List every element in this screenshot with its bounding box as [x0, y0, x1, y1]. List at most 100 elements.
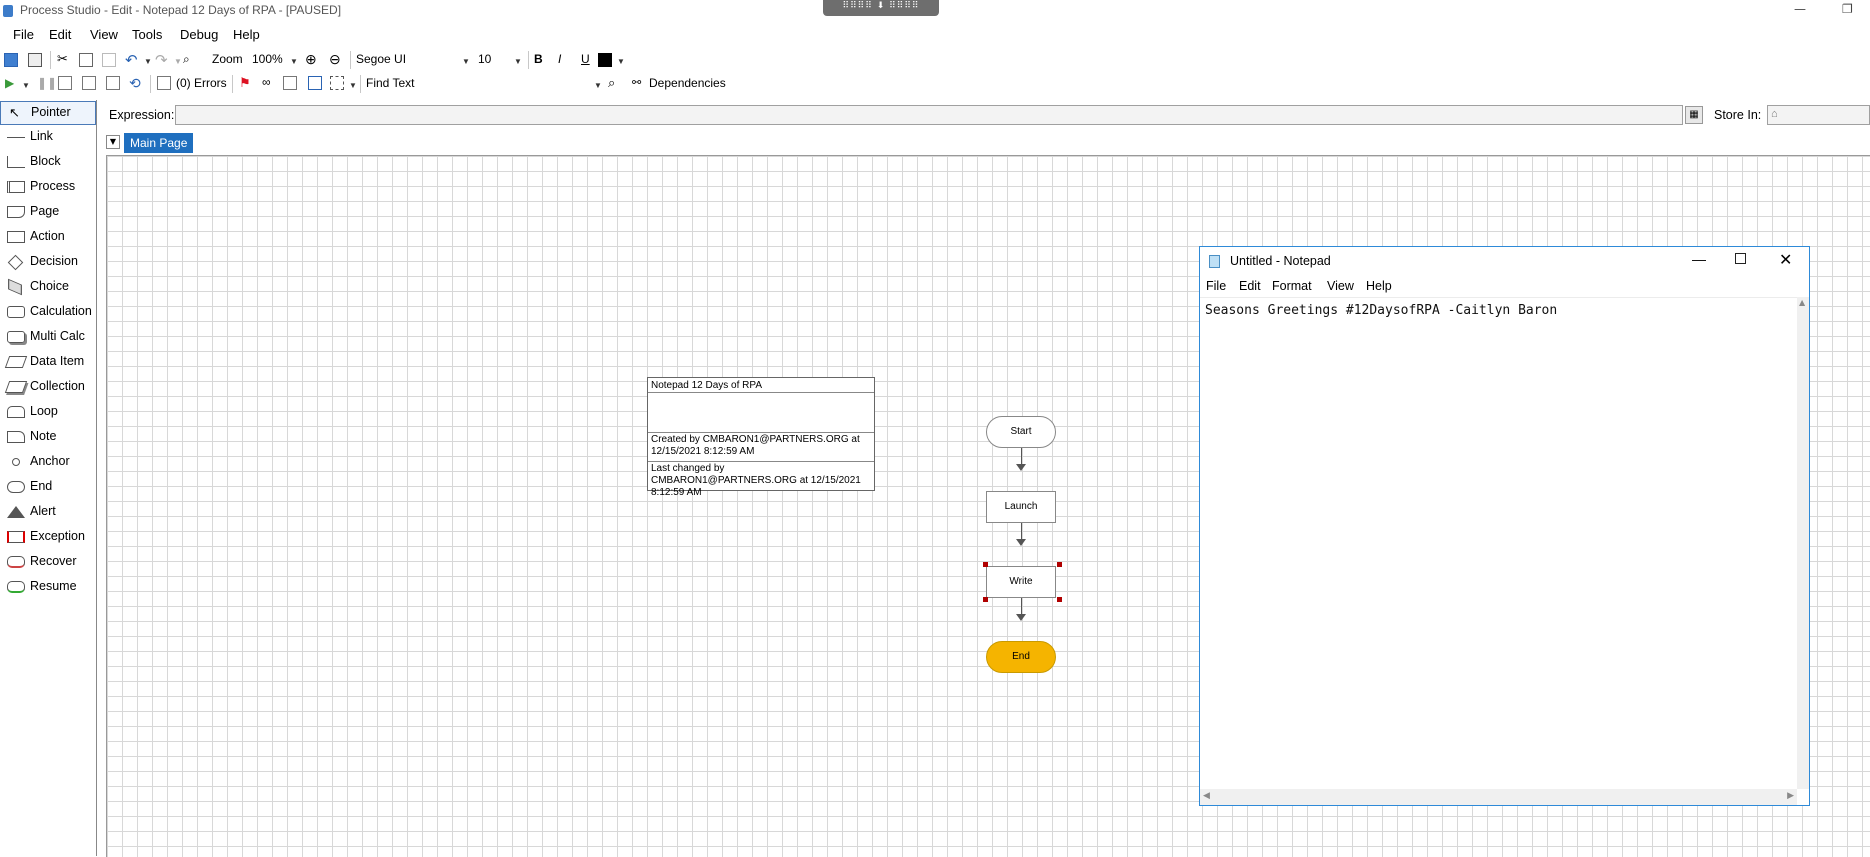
palette-multi-calc[interactable]: Multi Calc: [0, 326, 96, 348]
dependencies-button[interactable]: Dependencies: [649, 76, 726, 90]
breakpoint-flag-icon[interactable]: ⚑: [239, 75, 251, 90]
notepad-vertical-scrollbar[interactable]: ▲: [1797, 297, 1809, 789]
zoom-out-icon[interactable]: ⊖: [329, 51, 341, 67]
select-icon[interactable]: [330, 76, 344, 90]
scroll-up-icon[interactable]: ▲: [1799, 298, 1806, 307]
palette-divider: [96, 100, 97, 856]
notepad-menu-format[interactable]: Format: [1272, 279, 1312, 293]
scroll-left-icon[interactable]: ◀: [1203, 791, 1210, 801]
zoom-in-icon[interactable]: ⊕: [305, 51, 317, 67]
choice-icon: [8, 278, 22, 296]
errors-icon[interactable]: [157, 76, 171, 90]
underline-button[interactable]: U: [581, 52, 590, 66]
palette-pointer[interactable]: ↖ Pointer: [0, 101, 96, 125]
font-size-select[interactable]: 10: [478, 52, 492, 66]
paste-icon[interactable]: [102, 53, 116, 67]
store-in-label: Store In:: [1714, 108, 1762, 122]
binoculars-icon[interactable]: ⌕: [608, 75, 616, 90]
notepad-horizontal-scrollbar[interactable]: ◀ ▶: [1200, 789, 1797, 805]
notepad-maximize-button[interactable]: [1735, 253, 1746, 264]
step-over-icon[interactable]: [82, 76, 96, 90]
bold-button[interactable]: B: [534, 52, 543, 66]
selection-handle[interactable]: [1057, 597, 1062, 602]
selection-handle[interactable]: [983, 562, 988, 567]
notepad-menu-edit[interactable]: Edit: [1239, 279, 1261, 293]
search-stages-icon[interactable]: [283, 76, 297, 90]
palette-process[interactable]: Process: [0, 176, 96, 198]
collection-icon: [4, 381, 28, 393]
tab-list-dropdown[interactable]: ▼: [106, 135, 120, 149]
text-color-swatch[interactable]: [598, 53, 612, 67]
menu-view[interactable]: View: [90, 27, 118, 42]
palette-collection[interactable]: Collection: [0, 376, 96, 398]
scroll-right-icon[interactable]: ▶: [1787, 791, 1794, 801]
pause-icon[interactable]: ❚❚: [37, 76, 58, 90]
minimize-button[interactable]: —: [1794, 2, 1806, 16]
cut-icon[interactable]: ✂: [57, 51, 68, 66]
menu-help[interactable]: Help: [233, 27, 260, 42]
palette-end[interactable]: End: [0, 476, 96, 498]
watch-icon[interactable]: ∞: [262, 75, 271, 89]
palette-page[interactable]: Page: [0, 201, 96, 223]
notepad-minimize-button[interactable]: —: [1692, 251, 1706, 267]
notepad-text-area[interactable]: Seasons Greetings #12DaysofRPA -Caitlyn …: [1200, 297, 1797, 790]
step-icon[interactable]: [58, 76, 72, 90]
menu-edit[interactable]: Edit: [49, 27, 72, 42]
zoom-select[interactable]: 100%: [252, 52, 283, 66]
notepad-menu-view[interactable]: View: [1327, 279, 1354, 293]
expression-editor-icon[interactable]: ▦: [1685, 106, 1703, 124]
page-tab-row: ▼ Main Page: [97, 133, 1870, 153]
store-in-field[interactable]: ⌂: [1767, 105, 1870, 125]
find-text-box[interactable]: Find Text: [366, 76, 415, 90]
undo-icon[interactable]: ↶: [125, 52, 138, 69]
palette-loop[interactable]: Loop: [0, 401, 96, 423]
font-name-select[interactable]: Segoe UI: [356, 52, 407, 66]
palette-anchor[interactable]: Anchor: [0, 451, 96, 473]
palette-exception[interactable]: Exception: [0, 526, 96, 548]
notepad-app-icon: [1209, 255, 1220, 268]
palette-alert[interactable]: Alert: [0, 501, 96, 523]
italic-button[interactable]: I: [558, 52, 562, 66]
reset-icon[interactable]: ⟲: [129, 75, 141, 91]
menu-tools[interactable]: Tools: [132, 27, 163, 42]
play-icon[interactable]: ▶: [5, 76, 15, 90]
end-stage[interactable]: End: [986, 641, 1056, 673]
palette-data-item[interactable]: Data Item: [0, 351, 96, 373]
link-start-launch: [1021, 448, 1022, 464]
process-info-box[interactable]: Notepad 12 Days of RPA Created by CMBARO…: [647, 377, 875, 498]
errors-button[interactable]: (0) Errors: [176, 76, 227, 90]
tab-main-page[interactable]: Main Page: [124, 133, 194, 153]
palette-block[interactable]: Block: [0, 151, 96, 173]
selection-handle[interactable]: [983, 597, 988, 602]
arrow-start-launch: [1016, 464, 1026, 471]
palette-resume[interactable]: Resume: [0, 576, 96, 598]
validate-icon[interactable]: [308, 76, 322, 90]
start-stage[interactable]: Start: [986, 416, 1056, 448]
remote-session-grip[interactable]: ⠿⠿⠿⠿ ⬇ ⠿⠿⠿⠿: [823, 0, 939, 16]
palette-calculation[interactable]: Calculation: [0, 301, 96, 323]
notepad-menu-file[interactable]: File: [1206, 279, 1227, 293]
notepad-menu-help[interactable]: Help: [1366, 279, 1392, 293]
write-stage[interactable]: Write: [986, 566, 1056, 598]
save-icon[interactable]: [4, 53, 18, 67]
page-icon: [7, 206, 25, 218]
print-icon[interactable]: [28, 53, 42, 67]
menu-debug[interactable]: Debug: [180, 27, 219, 42]
menu-file[interactable]: File: [13, 27, 34, 42]
redo-icon[interactable]: ↷: [155, 52, 168, 69]
palette-note[interactable]: Note: [0, 426, 96, 448]
launch-stage[interactable]: Launch: [986, 491, 1056, 523]
restore-button[interactable]: ❐: [1842, 2, 1853, 16]
notepad-window[interactable]: Untitled - Notepad — ✕ File Edit Format …: [1199, 246, 1810, 806]
notepad-close-button[interactable]: ✕: [1779, 252, 1793, 269]
palette-decision[interactable]: Decision: [0, 251, 96, 273]
selection-handle[interactable]: [1057, 562, 1062, 567]
copy-icon[interactable]: [79, 53, 93, 67]
expression-input[interactable]: [175, 105, 1683, 125]
palette-link[interactable]: Link: [0, 126, 96, 148]
palette-action[interactable]: Action: [0, 226, 96, 248]
step-out-icon[interactable]: [106, 76, 120, 90]
arrow-launch-write: [1016, 539, 1026, 546]
palette-choice[interactable]: Choice: [0, 276, 96, 298]
palette-recover[interactable]: Recover: [0, 551, 96, 573]
